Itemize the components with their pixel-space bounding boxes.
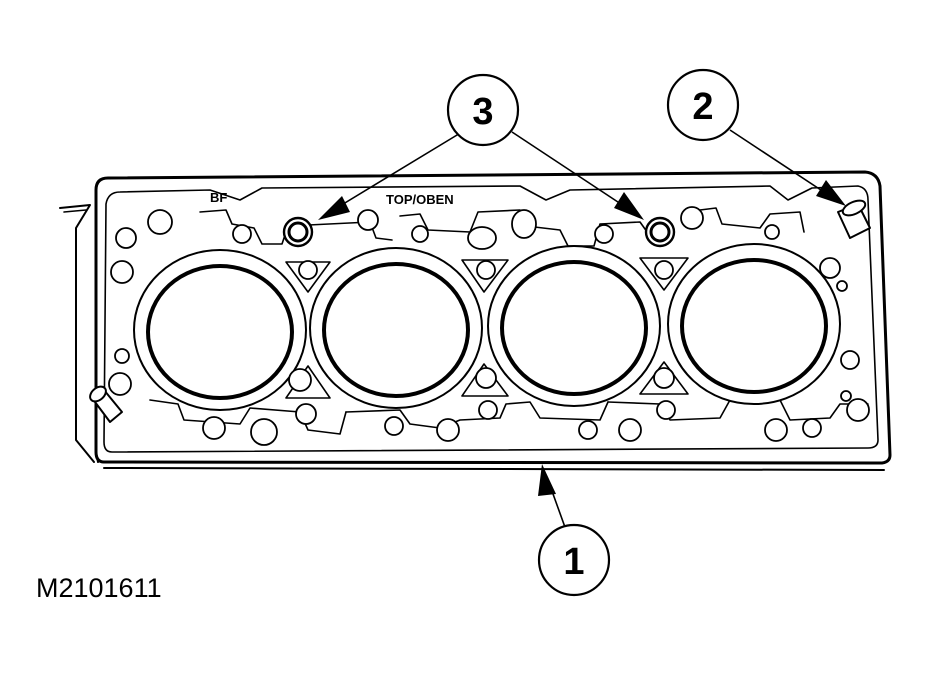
hole xyxy=(476,260,496,280)
hole xyxy=(840,390,852,402)
leader-3-left xyxy=(329,131,463,213)
hole xyxy=(357,209,379,231)
hole xyxy=(840,350,860,370)
arrowhead-1 xyxy=(538,464,556,496)
dowel-pin-right xyxy=(837,199,871,239)
top-bead-left xyxy=(199,209,393,245)
top-bead-right xyxy=(699,207,805,233)
hole xyxy=(764,418,788,442)
bridge-top-3 xyxy=(639,257,689,291)
hole xyxy=(618,418,642,442)
gasket-outer-edge xyxy=(94,170,892,465)
gasket-bottom-thickness xyxy=(95,451,885,471)
hole xyxy=(295,403,317,425)
hole xyxy=(298,260,318,280)
hole xyxy=(654,260,674,280)
callout-2-number: 2 xyxy=(692,86,713,128)
gasket-label-bf: BF xyxy=(210,190,227,205)
hole xyxy=(846,398,870,422)
block-side-ledge xyxy=(59,204,95,463)
callout-3-number: 3 xyxy=(472,91,493,133)
hole xyxy=(836,280,848,292)
bridge-top-2 xyxy=(461,259,509,293)
hole xyxy=(114,348,130,364)
hole xyxy=(250,418,278,446)
leader-3-right xyxy=(511,131,631,211)
hole xyxy=(764,224,780,240)
fixing-ring-right xyxy=(644,216,676,248)
hole xyxy=(411,225,429,243)
cylinder-bore-2 xyxy=(322,262,470,398)
hole xyxy=(656,400,676,420)
callout-2: 2 xyxy=(666,68,740,142)
gasket-label-top-oben: TOP/OBEN xyxy=(386,192,454,207)
hole xyxy=(436,418,460,442)
figure-code: M2101611 xyxy=(36,573,162,603)
callout-1: 1 xyxy=(537,523,611,597)
hole xyxy=(653,367,675,389)
gasket: BF TOP/OBEN xyxy=(94,170,892,471)
cylinder-bore-1 xyxy=(146,264,294,400)
gasket-inner-border xyxy=(103,185,879,453)
hole xyxy=(467,226,497,250)
callout-1-number: 1 xyxy=(563,541,584,583)
hole xyxy=(478,400,498,420)
hole xyxy=(110,260,134,284)
cylinder-bore-4 xyxy=(680,258,828,394)
block-side-ledge-inner xyxy=(63,209,87,213)
hole xyxy=(384,416,404,436)
hole xyxy=(108,372,132,396)
hole xyxy=(802,418,822,438)
cylinder-bore-3 xyxy=(500,260,648,396)
fixing-ring-left xyxy=(282,216,314,248)
hole xyxy=(475,367,497,389)
hole xyxy=(680,206,704,230)
hole xyxy=(202,416,226,440)
hole xyxy=(819,257,841,279)
bottom-bead-mid xyxy=(345,401,609,429)
hole xyxy=(115,227,137,249)
hole xyxy=(232,224,252,244)
bottom-bead-left xyxy=(149,399,347,435)
arrowhead-2 xyxy=(816,180,846,206)
hole xyxy=(594,224,614,244)
hole xyxy=(511,209,537,239)
leader-2 xyxy=(729,129,831,197)
hole xyxy=(147,209,173,235)
bridge-bottom-3 xyxy=(639,361,689,395)
arrowhead-3-left xyxy=(318,196,350,220)
arrowhead-3-right xyxy=(614,192,644,220)
hole xyxy=(578,420,598,440)
leaders xyxy=(318,129,846,531)
dowel-pin-left xyxy=(89,385,123,423)
callout-3: 3 xyxy=(446,73,520,147)
gasket-holes xyxy=(108,206,870,446)
hole xyxy=(288,368,312,392)
